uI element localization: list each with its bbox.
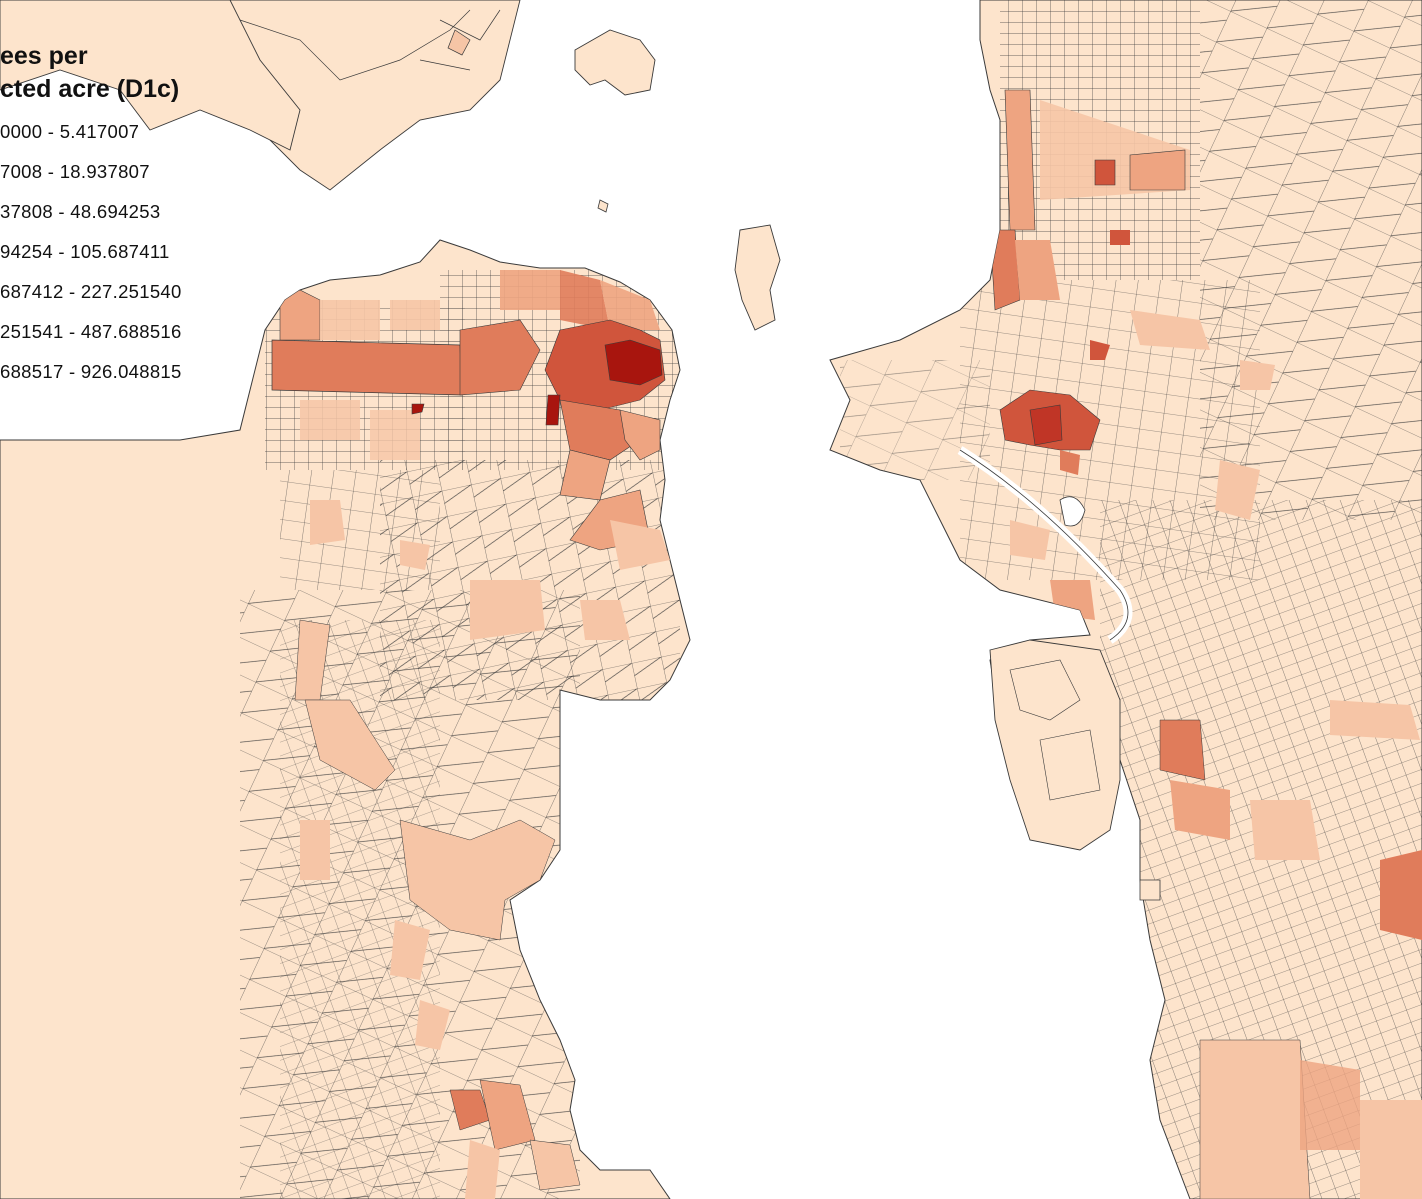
legend-class-6: 251541 - 487.688516 — [0, 321, 182, 342]
legend-class-4: 94254 - 105.687411 — [0, 241, 170, 262]
legend-class-5: 687412 - 227.251540 — [0, 281, 182, 302]
legend-class-2: 7008 - 18.937807 — [0, 161, 150, 182]
bay-islands — [574, 29, 781, 331]
legend-class-7: 688517 - 926.048815 — [0, 361, 182, 382]
legend-title-line-1: ees per — [0, 42, 88, 70]
sf-peninsula — [0, 239, 691, 1199]
east-bay — [829, 0, 1422, 1199]
legend-class-3: 37808 - 48.694253 — [0, 201, 161, 222]
legend-class-list: 0000 - 5.417007 7008 - 18.937807 37808 -… — [0, 112, 260, 392]
legend-class-1: 0000 - 5.417007 — [0, 121, 140, 142]
legend-title-line-2: cted acre (D1c) — [0, 75, 180, 103]
marin-land — [0, 0, 521, 191]
map-legend: ees per cted acre (D1c) 0000 - 5.417007 … — [0, 40, 260, 392]
